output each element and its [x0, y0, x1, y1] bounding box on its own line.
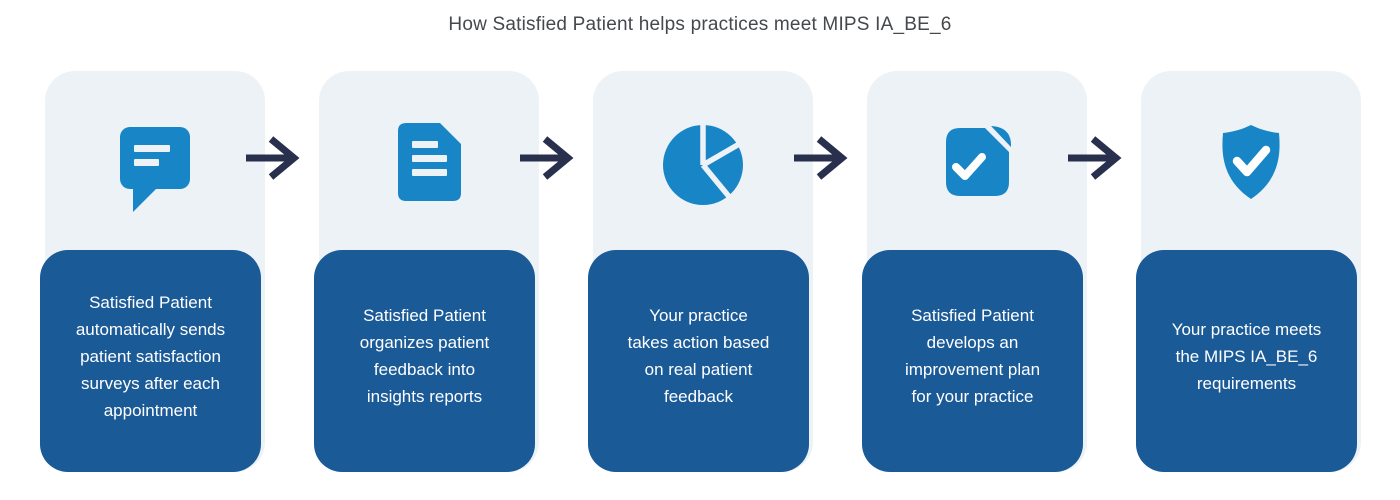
step-2-icon-wrap [319, 115, 539, 219]
right-arrow-icon [794, 136, 848, 180]
right-arrow-icon [246, 136, 300, 180]
step-5-icon-wrap [1141, 115, 1361, 219]
step-4-icon-wrap [867, 115, 1087, 219]
right-arrow-icon [1068, 136, 1122, 180]
step-1-description: Satisfied Patient automatically sends pa… [75, 292, 226, 420]
step-3-text-card: Your practice takes action based on real… [588, 250, 809, 472]
step-5-description: Your practice meets the MIPS IA_BE_6 req… [1171, 319, 1322, 393]
pie-chart-icon [663, 121, 743, 205]
step-2: Satisfied Patient organizes patient feed… [314, 71, 539, 472]
document-icon [398, 123, 461, 201]
step-1: Satisfied Patient automatically sends pa… [40, 71, 265, 472]
step-3-description: Your practice takes action based on real… [627, 306, 770, 406]
step-2-description: Satisfied Patient organizes patient feed… [359, 306, 490, 406]
step-4-text-card: Satisfied Patient develops an improvemen… [862, 250, 1083, 472]
page-title: How Satisfied Patient helps practices me… [448, 14, 952, 35]
step-5: Your practice meets the MIPS IA_BE_6 req… [1136, 71, 1361, 472]
document-check-icon [946, 126, 1012, 196]
step-3: Your practice takes action based on real… [588, 71, 813, 472]
chat-bubble-icon [120, 127, 190, 212]
step-5-text-card: Your practice meets the MIPS IA_BE_6 req… [1136, 250, 1357, 472]
step-4-description: Satisfied Patient develops an improvemen… [904, 306, 1041, 406]
step-1-icon-wrap [45, 115, 265, 219]
shield-check-icon [1222, 125, 1280, 199]
step-3-icon-wrap [593, 115, 813, 219]
step-1-text-card: Satisfied Patient automatically sends pa… [40, 250, 261, 472]
right-arrow-icon [520, 136, 574, 180]
step-4: Satisfied Patient develops an improvemen… [862, 71, 1087, 472]
step-2-text-card: Satisfied Patient organizes patient feed… [314, 250, 535, 472]
